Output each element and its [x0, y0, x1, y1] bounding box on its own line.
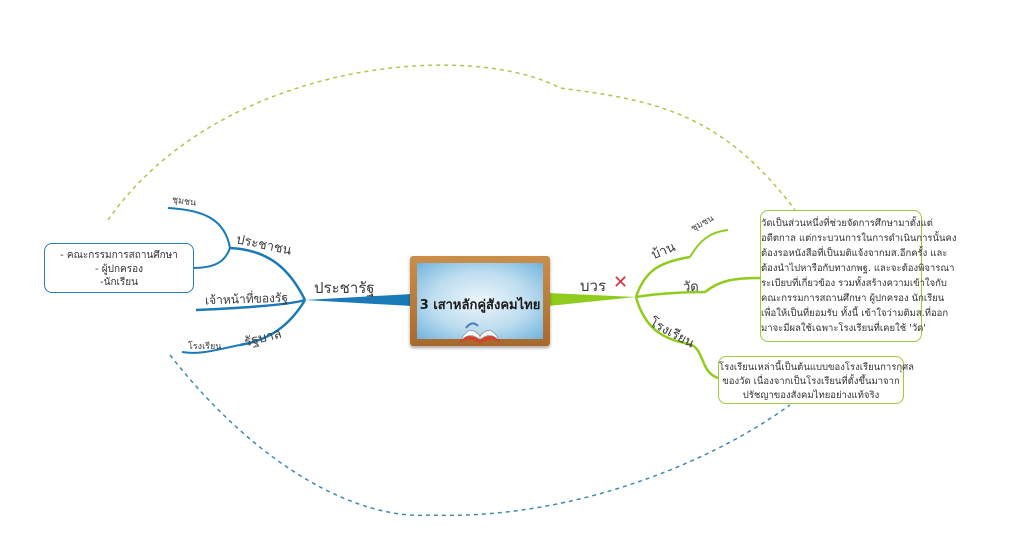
note-line: ต้องรอหนังสือที่เป็นมติแจ้งจากมส.อีกครั้…: [761, 248, 948, 259]
branch-officials-line: [195, 298, 306, 312]
branch-bawon-line: [548, 293, 636, 306]
branch-chumchon-right-line: [689, 229, 729, 258]
central-board: [417, 263, 543, 339]
branch-wat-line: [635, 276, 761, 299]
branch-note-left-line: [191, 247, 231, 269]
note-line: - คณะกรรมการสถานศึกษา: [60, 250, 178, 261]
branch-rongrian-line: [634, 296, 719, 380]
bottom-dashed-link: [169, 354, 791, 517]
branch-chumchon-left-line: [167, 207, 231, 249]
note-line: อดีตกาล แต่กระบวนการในการดำเนินการนั้นคง: [761, 233, 957, 244]
note-line: -นักเรียน: [100, 277, 138, 288]
branch-label-pracharat[interactable]: ประชารัฐ: [314, 279, 375, 297]
branch-ban-line: [634, 255, 691, 298]
branch-school-left-line: [181, 344, 241, 354]
note-line: ของวัด เนื่องจากเป็นโรงเรียนที่ตั้งขึ้นม…: [722, 376, 900, 387]
central-topic[interactable]: 3 เสาหลักคู่สังคมไทย: [410, 256, 550, 346]
branch-prachārat-line: [305, 294, 412, 306]
note-line: วัดเป็นส่วนหนึ่งที่ช่วยจัดการศึกษามาตั้ง…: [761, 218, 933, 229]
top-dashed-link: [107, 64, 796, 221]
note-line: มาจะมีผลใช้เฉพาะโรงเรียนที่เคยใช้ 'วัด': [761, 323, 926, 334]
note-line: ปรัชญาของสังคมไทยอย่างแท้จริง: [742, 390, 880, 401]
note-line: คณะกรรมการสถานศึกษา ผู้ปกครอง นักเรียน: [761, 293, 945, 304]
note-left-participants[interactable]: - คณะกรรมการสถานศึกษา - ผู้ปกครอง -นักเร…: [44, 243, 194, 293]
central-title: 3 เสาหลักคู่สังคมไทย: [419, 298, 541, 313]
branch-label-officials[interactable]: เจ้าหน้าที่ของรัฐ: [204, 290, 289, 308]
note-line: - ผู้ปกครอง: [95, 263, 143, 275]
cross-mark-icon: ✕: [613, 272, 629, 293]
branch-label-bawon[interactable]: บวร: [580, 277, 607, 295]
branch-government-line: [239, 299, 307, 347]
note-line: โรงเรียนเหล่านี้เป็นต้นแบบของโรงเรียนการ…: [719, 362, 914, 373]
note-line: เพื่อให้เป็นที่ยอมรับ ทั้งนี้ เข้าใจว่าม…: [761, 308, 949, 319]
branch-label-wat[interactable]: วัด: [683, 280, 699, 295]
branch-label-school-left[interactable]: โรงเรียน: [188, 342, 222, 352]
branch-prachachon-line: [229, 246, 307, 301]
note-line: ต้องนำไปหารือกับทางกพฐ. และจะต้องพิจารณา: [761, 263, 955, 274]
note-wat-description[interactable]: วัดเป็นส่วนหนึ่งที่ช่วยจัดการศึกษามาตั้ง…: [760, 210, 957, 342]
open-book-icon: [460, 322, 500, 344]
note-line: ระเบียบที่เกี่ยวข้อง รวมทั้งสร้างความเข้…: [761, 278, 947, 289]
note-rongrian-description[interactable]: โรงเรียนเหล่านี้เป็นต้นแบบของโรงเรียนการ…: [718, 356, 914, 404]
